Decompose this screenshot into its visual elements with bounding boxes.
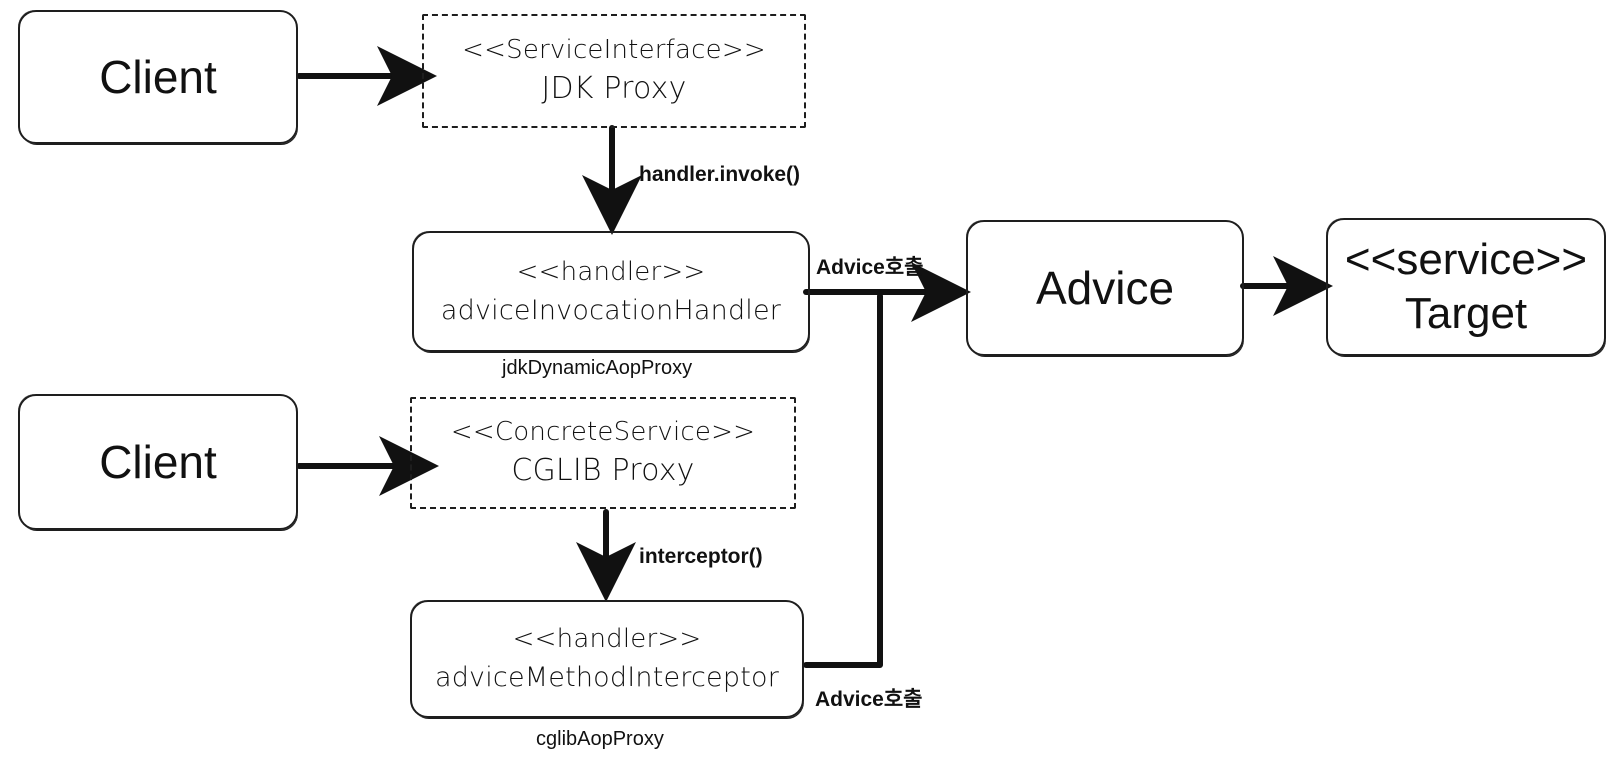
- client-top-label: Client: [99, 51, 217, 103]
- target-name: Target: [1404, 289, 1528, 338]
- invocation-handler-stereotype: <<handler>>: [516, 256, 706, 287]
- invocation-handler-box: <<handler>> adviceInvocationHandler: [412, 231, 810, 352]
- target-stereotype: <<service>>: [1344, 235, 1588, 284]
- jdk-proxy-stereotype: <<ServiceInterface>>: [462, 35, 766, 65]
- target-box: <<service>> Target: [1326, 218, 1606, 356]
- handler-invoke-label: handler.invoke(): [639, 163, 801, 186]
- invocation-handler-name: adviceInvocationHandler: [440, 294, 782, 326]
- line-method-interceptor-to-advice: [803, 293, 883, 668]
- method-interceptor-box: <<handler>> adviceMethodInterceptor: [410, 600, 804, 718]
- interceptor-label: interceptor(): [639, 545, 763, 568]
- cglib-proxy-stereotype: <<ConcreteService>>: [450, 417, 756, 447]
- client-bottom-box: Client: [18, 394, 298, 530]
- advice-label: Advice: [1035, 262, 1175, 314]
- advice-call-bottom-label: Advice호출: [815, 688, 923, 711]
- method-interceptor-stereotype: <<handler>>: [512, 624, 702, 654]
- jdk-proxy-name: JDK Proxy: [541, 71, 687, 106]
- method-interceptor-name: adviceMethodInterceptor: [434, 662, 780, 693]
- advice-box: Advice: [966, 220, 1244, 356]
- cglib-aop-proxy-caption: cglibAopProxy: [536, 728, 664, 750]
- client-bottom-label: Client: [99, 436, 217, 488]
- client-top-box: Client: [18, 10, 298, 144]
- cglib-proxy-box: <<ConcreteService>> CGLIB Proxy: [410, 397, 796, 509]
- advice-call-top-label: Advice호출: [816, 256, 924, 279]
- jdk-dynamic-aop-proxy-caption: jdkDynamicAopProxy: [502, 357, 693, 379]
- jdk-proxy-box: <<ServiceInterface>> JDK Proxy: [422, 14, 806, 128]
- cglib-proxy-name: CGLIB Proxy: [511, 453, 695, 488]
